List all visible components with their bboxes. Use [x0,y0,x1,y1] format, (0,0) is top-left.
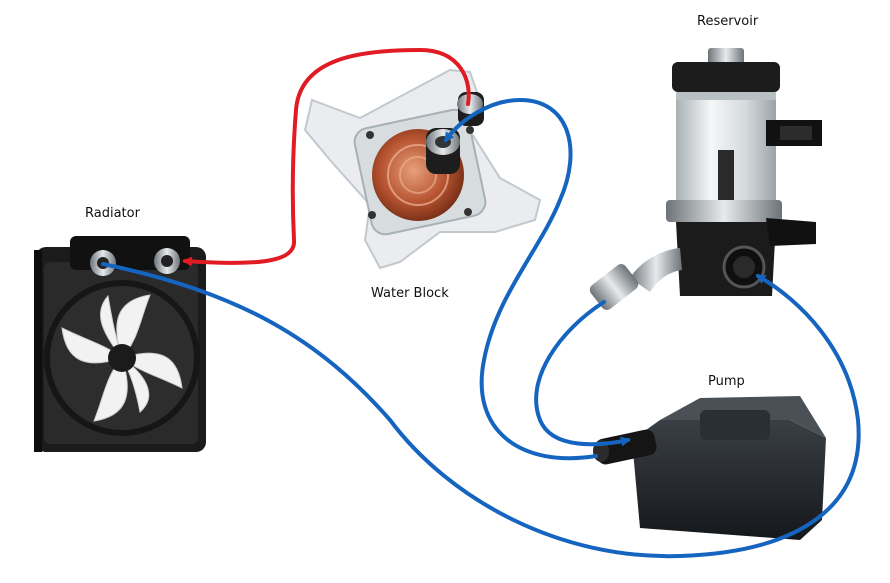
blue-tube-arrow [534,300,631,447]
water-block-label: Water Block [371,286,449,301]
fan-icon [44,280,200,436]
radiator-label: Radiator [85,206,140,221]
reservoir-icon [589,48,822,310]
reservoir-label: Reservoir [697,14,759,29]
pump-label: Pump [708,374,745,389]
pump-icon [593,396,826,540]
fitting-icon [589,248,682,310]
fitting-icon [722,245,766,289]
fitting-icon [154,248,180,274]
blue-tube-arrow [101,262,861,559]
red-tube-arrow [182,47,471,267]
fitting-icon [426,128,460,174]
radiator-icon [34,236,206,452]
blue-tube-arrow [444,97,598,461]
